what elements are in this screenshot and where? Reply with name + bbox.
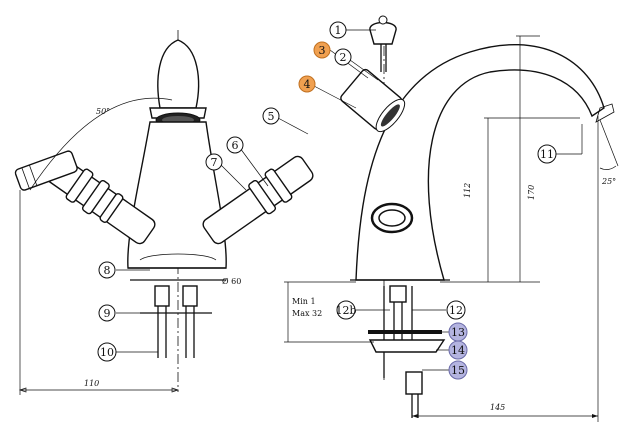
min-label: Min 1 [292,297,316,306]
svg-text:12b: 12b [335,304,356,317]
svg-text:10: 10 [100,346,114,359]
svg-text:13: 13 [451,326,465,339]
callout-6: 6 [226,136,244,154]
callout-1: 1 [329,21,347,39]
callout-15: 15 [448,360,468,380]
callout-5: 5 [262,107,280,125]
svg-text:2: 2 [340,51,347,64]
width-145-label: 145 [490,403,505,412]
svg-text:9: 9 [104,307,111,320]
angle-25-label: 25° [601,177,616,186]
svg-text:5: 5 [268,110,275,123]
height-170-label: 170 [527,185,536,200]
callout-7: 7 [205,153,223,171]
svg-text:11: 11 [540,148,554,161]
callout-4: 4 [298,75,316,93]
svg-text:14: 14 [451,344,465,357]
height-112-label: 112 [463,183,472,198]
svg-text:1: 1 [335,24,342,37]
width-110-label: 110 [84,379,99,388]
callout-11: 11 [537,144,557,164]
svg-text:3: 3 [319,44,326,57]
callout-9: 9 [98,304,116,322]
callout-10: 10 [97,342,117,362]
svg-text:8: 8 [104,264,111,277]
diameter-label: Ø 60 [222,277,241,286]
callout-2: 2 [334,48,352,66]
callout-12: 12 [446,300,466,320]
callout-12b: 12b [335,300,357,320]
callout-3: 3 [313,41,331,59]
front-view [14,30,314,395]
callout-14: 14 [448,340,468,360]
callout-13: 13 [448,322,468,342]
max-label: Max 32 [292,309,322,318]
svg-text:4: 4 [304,78,311,91]
svg-text:15: 15 [451,364,465,377]
svg-text:7: 7 [211,156,218,169]
svg-text:12: 12 [449,304,463,317]
angle-50-label: 50° [96,107,110,116]
callout-8: 8 [98,261,116,279]
svg-text:6: 6 [232,139,239,152]
side-view [284,15,619,422]
